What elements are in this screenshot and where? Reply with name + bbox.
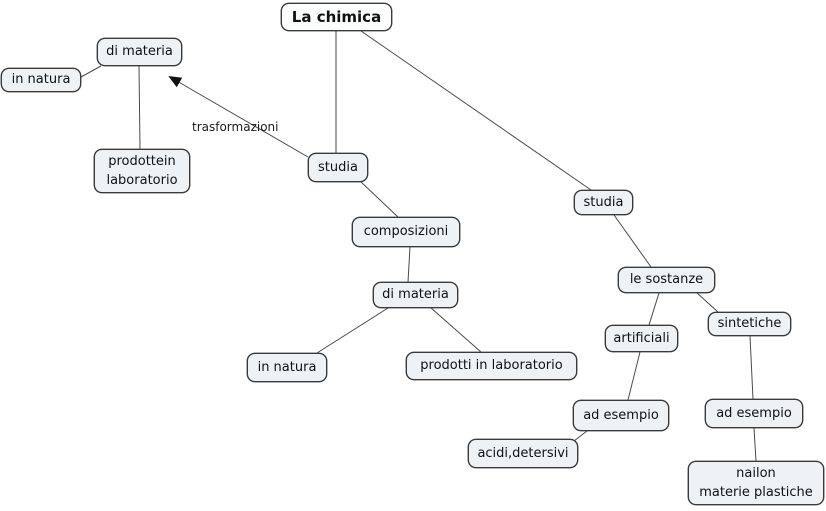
node-le-sostanze[interactable]: le sostanze xyxy=(618,267,715,293)
edge-dimateria-innatura-bottom xyxy=(316,307,389,354)
node-studia-left[interactable]: studia xyxy=(308,153,368,182)
node-in-natura-top[interactable]: in natura xyxy=(1,68,81,92)
node-nailon-materie-plastiche[interactable]: nailon materie plastiche xyxy=(688,461,824,505)
edge-trasformazioni-arrow xyxy=(168,75,309,158)
node-di-materia-top[interactable]: di materia xyxy=(97,38,182,66)
edge-dimateria-prodottein xyxy=(138,65,141,150)
edge-lachimica-studia-right xyxy=(360,30,592,191)
edge-studia-composizioni xyxy=(360,181,399,218)
node-la-chimica[interactable]: La chimica xyxy=(281,3,392,31)
edge-lesostanze-sintetiche xyxy=(696,292,719,313)
edge-adesempio-nailon xyxy=(753,427,757,462)
edge-sintetiche-adesempio xyxy=(749,335,754,400)
edge-studia-lesostanze xyxy=(613,214,652,268)
node-in-natura-bottom[interactable]: in natura xyxy=(247,353,327,382)
node-composizioni[interactable]: composizioni xyxy=(352,217,460,247)
edge-lesostanze-artificiali xyxy=(648,292,660,326)
node-prodotti-in-laboratorio[interactable]: prodotti in laboratorio xyxy=(406,352,577,380)
node-artificiali[interactable]: artificiali xyxy=(605,325,678,352)
node-acidi-detersivi[interactable]: acidi,detersivi xyxy=(468,439,578,468)
node-sintetiche[interactable]: sintetiche xyxy=(708,312,791,336)
node-ad-esempio-left[interactable]: ad esempio xyxy=(573,400,669,431)
edge-label-trasformazioni[interactable]: trasformazioni xyxy=(192,120,279,134)
edge-composizioni-dimateria xyxy=(407,246,411,283)
edge-dimateria-prodotti xyxy=(430,307,482,353)
node-di-materia-mid[interactable]: di materia xyxy=(373,282,458,308)
node-ad-esempio-right[interactable]: ad esempio xyxy=(705,399,803,428)
edge-dimateria-innatura-top xyxy=(80,65,102,78)
node-studia-right[interactable]: studia xyxy=(574,190,633,215)
edge-artificiali-adesempio xyxy=(627,351,641,401)
node-prodottein-laboratorio[interactable]: prodottein laboratorio xyxy=(94,149,190,193)
edge-adesempio-acidi xyxy=(573,430,588,442)
